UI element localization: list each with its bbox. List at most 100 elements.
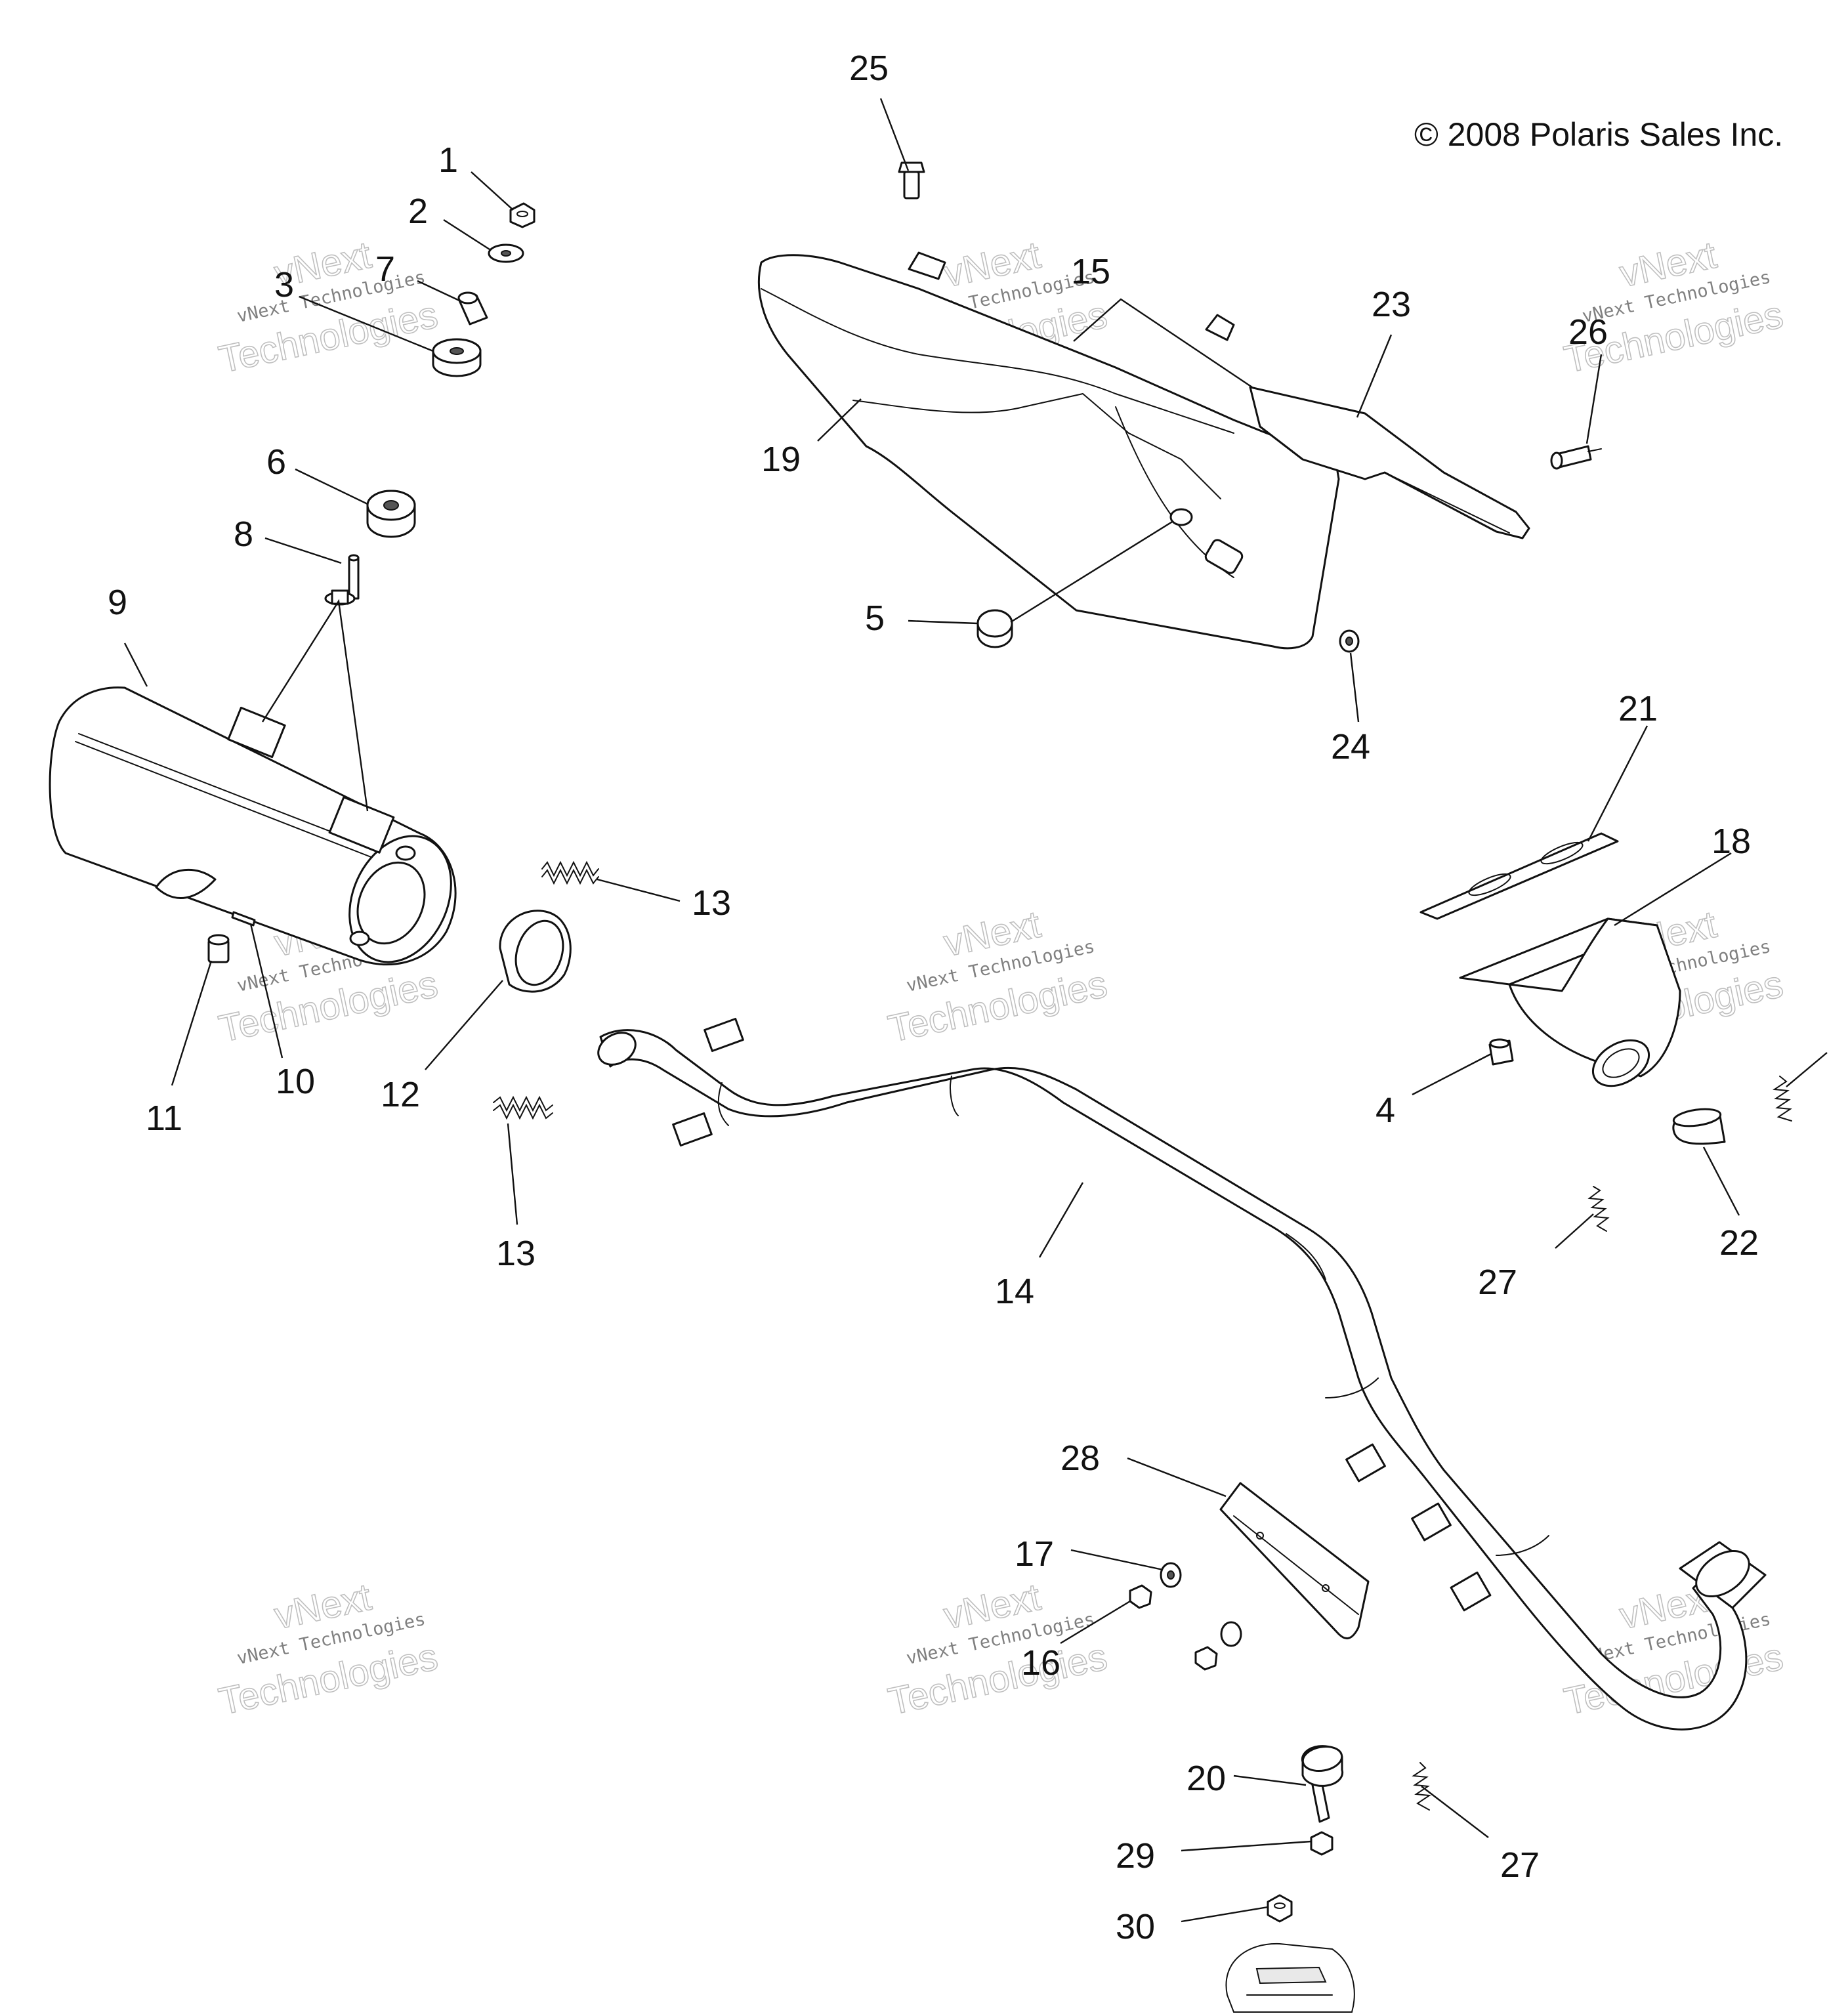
part-27-spring-right <box>1773 1076 1792 1122</box>
part-29-nut <box>1310 1831 1334 1856</box>
leader-9 <box>123 642 148 687</box>
leader-24 <box>1349 652 1360 723</box>
leader-30 <box>1181 1906 1269 1923</box>
leader-17 <box>1070 1549 1164 1571</box>
leader-1 <box>471 171 514 211</box>
watermark: vNext vNext Technologies Technologies <box>884 902 1111 1051</box>
callout-5: 5 <box>865 598 885 638</box>
watermark: vNext vNext Technologies Technologies <box>215 1575 442 1723</box>
part-12-gasket <box>499 910 572 993</box>
leader-16 <box>1060 1600 1131 1645</box>
leader-4 <box>1412 1053 1492 1096</box>
callout-26: 26 <box>1568 312 1608 352</box>
leader-2 <box>443 219 490 251</box>
leader-20 <box>1233 1774 1307 1786</box>
leader-8 <box>264 537 342 564</box>
callout-13-lower: 13 <box>496 1234 536 1273</box>
vehicle-thumbnail <box>1225 1942 1355 2013</box>
callout-27-lower: 27 <box>1500 1845 1540 1885</box>
callout-29: 29 <box>1116 1836 1155 1876</box>
leader-27b <box>1786 1052 1828 1087</box>
callout-19: 19 <box>761 440 801 479</box>
callout-20: 20 <box>1186 1759 1226 1798</box>
part-3-grommet <box>432 338 482 377</box>
callout-9: 9 <box>108 583 127 622</box>
leader-11 <box>171 960 213 1086</box>
leader-8-branches <box>261 598 369 812</box>
leader-22 <box>1702 1146 1740 1216</box>
leader-18 <box>1614 852 1732 927</box>
callout-8: 8 <box>234 514 253 554</box>
part-27-spring-lower <box>1412 1762 1431 1811</box>
callout-27-middle: 27 <box>1478 1263 1517 1302</box>
part-5-plug <box>976 609 1013 648</box>
leader-5b <box>1010 520 1174 623</box>
part-20-bolt <box>1301 1745 1344 1823</box>
callout-4: 4 <box>1376 1091 1395 1130</box>
part-27-spring-middle <box>1587 1186 1610 1232</box>
leader-5 <box>908 620 978 625</box>
leader-25 <box>879 98 910 171</box>
callout-21: 21 <box>1618 689 1658 728</box>
part-19-heat-shield <box>757 251 1340 650</box>
leader-26 <box>1586 354 1603 444</box>
leader-19 <box>817 398 862 442</box>
callout-2: 2 <box>408 192 428 231</box>
leader-13b <box>507 1123 518 1225</box>
part-28-heat-guard <box>1219 1482 1370 1640</box>
part-2-washer <box>488 243 524 263</box>
callout-17: 17 <box>1015 1534 1054 1574</box>
part-7-spacer <box>457 291 488 326</box>
leader-lines <box>123 98 1828 1923</box>
callout-1: 1 <box>438 140 458 180</box>
callout-22: 22 <box>1719 1223 1759 1263</box>
part-9-muffler <box>49 686 457 966</box>
callout-30: 30 <box>1116 1907 1155 1946</box>
callout-12: 12 <box>381 1075 420 1114</box>
part-21-gasket <box>1419 832 1619 920</box>
leader-28 <box>1127 1457 1227 1498</box>
leader-7 <box>417 280 460 302</box>
callout-3: 3 <box>274 265 294 304</box>
leader-14 <box>1038 1182 1084 1258</box>
callout-24: 24 <box>1331 727 1370 766</box>
leader-3 <box>299 295 434 352</box>
callout-6: 6 <box>266 442 286 482</box>
part-1-nut <box>509 202 536 228</box>
part-26-rivet <box>1550 445 1602 470</box>
part-13-spring-upper <box>541 860 599 885</box>
part-23-shield-plate <box>1249 386 1530 539</box>
part-11-screw <box>207 934 230 963</box>
part-4-stud <box>1488 1038 1514 1066</box>
part-8-bolt <box>324 554 360 606</box>
leader-13a <box>597 878 681 902</box>
part-10-pin <box>231 911 256 927</box>
callout-18: 18 <box>1712 822 1751 861</box>
part-13-spring-lower <box>493 1095 553 1120</box>
part-17-washer <box>1160 1562 1182 1588</box>
leader-6 <box>295 468 368 505</box>
callout-25: 25 <box>849 49 889 88</box>
part-30-nut <box>1267 1894 1293 1923</box>
leader-15 <box>1073 298 1253 388</box>
leader-27c <box>1421 1786 1489 1838</box>
callout-7: 7 <box>375 249 395 289</box>
part-16-screw <box>1129 1584 1242 1671</box>
copyright-notice: © 2008 Polaris Sales Inc. <box>1414 116 1783 153</box>
callout-13-upper: 13 <box>692 883 731 923</box>
watermark: vNext vNext Technologies Technologies <box>884 1575 1111 1723</box>
callout-16: 16 <box>1021 1643 1060 1683</box>
callout-11: 11 <box>146 1099 182 1138</box>
leader-27a <box>1555 1213 1594 1249</box>
leader-21 <box>1587 725 1648 842</box>
watermark: vNext vNext Technologies Technologies <box>1560 233 1787 381</box>
callout-14: 14 <box>995 1272 1034 1311</box>
callout-10: 10 <box>276 1062 315 1101</box>
watermark: vNext vNext Technologies Technologies <box>215 233 442 381</box>
leader-23 <box>1356 334 1393 418</box>
leader-29 <box>1181 1840 1312 1852</box>
leader-12 <box>425 980 503 1070</box>
part-22-seal-ring <box>1672 1108 1726 1145</box>
part-24-washer <box>1339 629 1360 653</box>
